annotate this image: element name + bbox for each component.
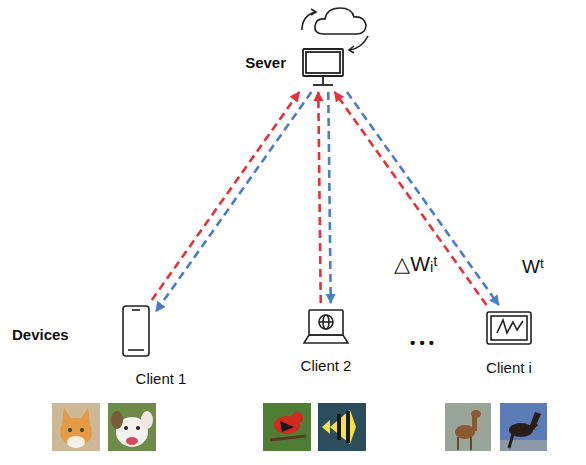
phone-icon [123, 306, 149, 356]
deer-photo [445, 403, 491, 451]
dog-photo [108, 403, 156, 451]
upload-arrow [335, 92, 487, 305]
upload-arrow [152, 92, 299, 300]
laptop-icon [304, 310, 348, 343]
server-icon [303, 49, 343, 85]
horse-photo [500, 403, 547, 451]
client-node: Client i [484, 309, 534, 347]
client-label: Client 2 [301, 357, 352, 375]
cat-photo [52, 403, 100, 451]
cloud-icon [302, 8, 368, 53]
download-arrow [328, 92, 330, 303]
bird-photo [263, 403, 311, 451]
upload-arrow [318, 92, 320, 303]
tablet-icon [487, 312, 531, 344]
client-node: Client 1 [120, 304, 152, 358]
ellipsis-dots: • • • [410, 334, 434, 351]
weights-symbol: Wᵗ [522, 256, 544, 278]
client-label: Client 1 [136, 370, 187, 388]
server-label: Sever [245, 54, 286, 72]
section-label: Devices [12, 326, 69, 343]
client-label: Client i [486, 359, 532, 377]
download-arrow [347, 92, 499, 305]
fish-photo [318, 403, 366, 451]
server-node: Sever [300, 46, 346, 88]
download-arrow [156, 92, 311, 311]
update-symbol: △Wᵢᵗ [394, 252, 438, 276]
client-node: Client 2 [302, 307, 350, 345]
